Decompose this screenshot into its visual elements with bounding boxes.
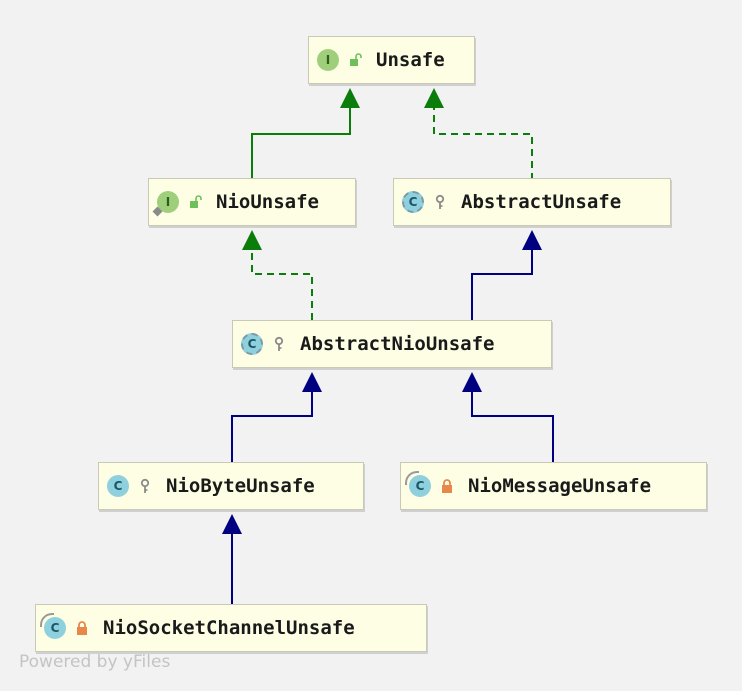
node-abstractniounsafe[interactable]: C AbstractNioUnsafe (232, 320, 552, 368)
arrow-head-unsafe-right (424, 88, 444, 108)
abstract-class-icon: C (241, 333, 263, 355)
arrow-head-abstractunsafe (522, 230, 542, 250)
node-label: AbstractUnsafe (461, 191, 622, 213)
class-icon: C (40, 613, 66, 639)
node-label: NioByteUnsafe (166, 475, 315, 497)
key-icon (136, 477, 154, 495)
abstract-diamond-icon (152, 206, 163, 217)
interface-badge-letter: I (165, 195, 171, 209)
class-badge-letter: C (50, 621, 60, 635)
arrow-head-unsafe-left (340, 88, 360, 108)
arrow-head-niounsafe (242, 230, 262, 250)
class-badge-letter: C (415, 479, 425, 493)
edge-niomessageunsafe-to-abstractniounsafe (471, 392, 554, 462)
watermark: Powered by yFiles (19, 652, 171, 672)
class-icon: C (405, 471, 431, 497)
key-icon (431, 193, 449, 211)
inner-class-marker-icon (405, 471, 419, 485)
private-lock-icon (73, 619, 91, 637)
private-lock-icon (438, 477, 456, 495)
node-unsafe[interactable]: I Unsafe (308, 36, 475, 84)
node-niomessageunsafe[interactable]: C NioMessageUnsafe (400, 462, 707, 510)
arrow-head-abstractniounsafe-right (462, 372, 482, 392)
node-abstractunsafe[interactable]: C AbstractUnsafe (393, 178, 671, 226)
node-label: NioUnsafe (216, 191, 319, 213)
node-label: AbstractNioUnsafe (300, 333, 495, 355)
interface-icon: I (317, 49, 339, 71)
inner-class-marker-icon (40, 613, 54, 627)
node-niounsafe[interactable]: I NioUnsafe (148, 178, 356, 226)
public-open-lock-icon (346, 51, 364, 69)
edge-niobyteunsafe-to-abstractniounsafe (231, 392, 313, 462)
node-label: NioMessageUnsafe (468, 475, 652, 497)
node-niosocketchannelunsafe[interactable]: C NioSocketChannelUnsafe (35, 604, 427, 652)
arrow-head-abstractniounsafe-left (302, 372, 322, 392)
node-label: NioSocketChannelUnsafe (103, 617, 355, 639)
class-icon: C (107, 475, 129, 497)
node-niobyteunsafe[interactable]: C NioByteUnsafe (98, 462, 364, 510)
edge-abstractniounsafe-to-abstractunsafe (471, 250, 533, 320)
key-icon (270, 335, 288, 353)
public-open-lock-icon (186, 193, 204, 211)
interface-icon: I (152, 191, 179, 217)
edge-niounsafe-to-unsafe (251, 108, 351, 180)
abstract-class-icon: C (402, 191, 424, 213)
edge-abstractunsafe-to-unsafe (433, 108, 533, 180)
arrow-head-niobyteunsafe (222, 514, 242, 534)
edge-abstractniounsafe-to-niounsafe (251, 250, 313, 320)
node-label: Unsafe (376, 49, 445, 71)
